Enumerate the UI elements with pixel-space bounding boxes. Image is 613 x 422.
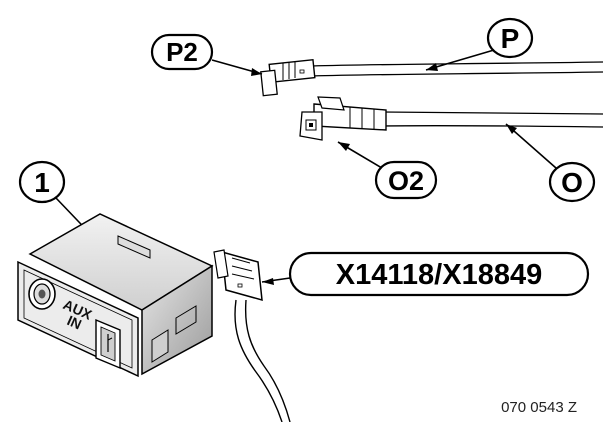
callout-1-label: 1: [34, 167, 50, 198]
callout-p: P: [425, 17, 534, 71]
connector-x14118: [213, 249, 291, 422]
connector-p2: [260, 58, 316, 97]
callout-connector-code-label: X14118/X18849: [336, 259, 542, 291]
aux-label-line2: IN: [65, 312, 84, 332]
callout-connector-code: X14118/X18849: [261, 251, 590, 297]
callout-p2-label: P2: [166, 37, 198, 67]
aux-jack-socket: [28, 278, 56, 310]
callout-p-label: P: [501, 23, 520, 54]
callout-o2-label: O2: [388, 166, 424, 196]
callout-o-label: O: [561, 167, 583, 198]
callout-o: O: [505, 123, 596, 203]
figure-reference: 070 0543 Z: [501, 399, 577, 416]
usb-port: [95, 318, 121, 370]
cable-o: [381, 111, 604, 128]
aux-in-module: AUX IN: [17, 213, 214, 378]
cable-p: [311, 61, 604, 77]
connector-o2: [299, 96, 387, 141]
callout-o2: O2: [337, 141, 438, 200]
callout-p2: P2: [150, 33, 263, 76]
